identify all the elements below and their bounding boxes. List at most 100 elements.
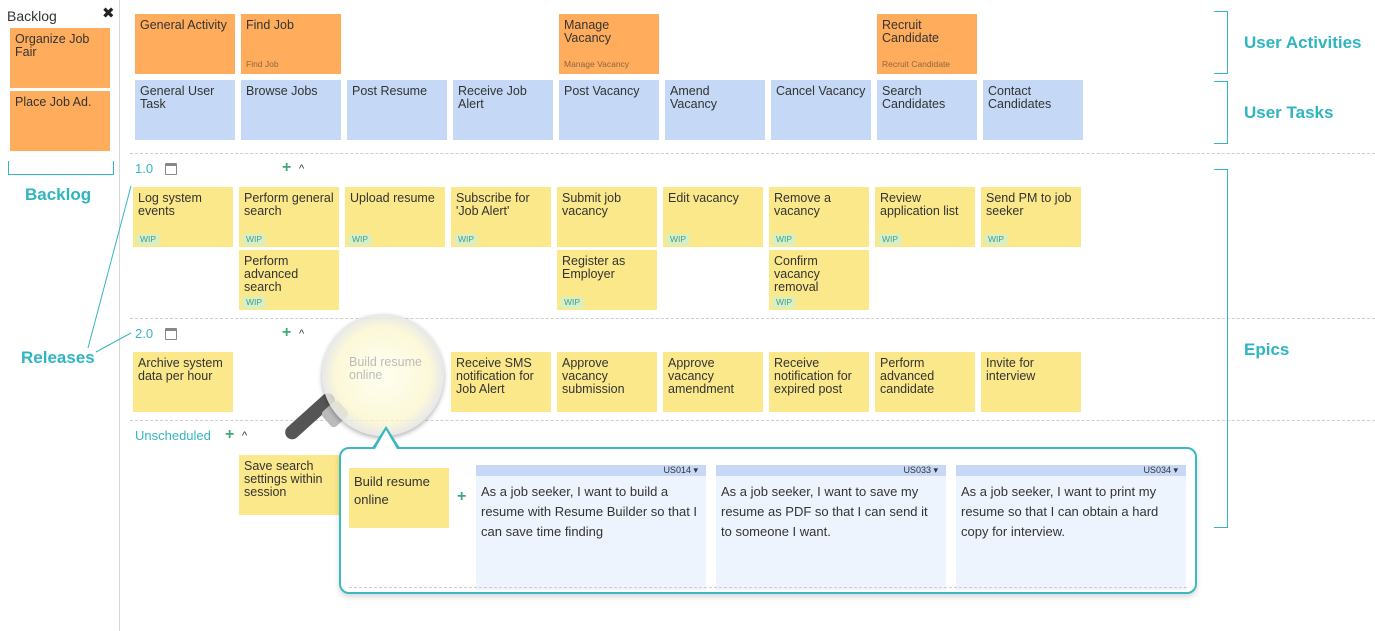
card-title: Save search settings within session [244, 459, 323, 499]
magnifier-lens [322, 314, 444, 436]
backlog-bracket [8, 161, 114, 175]
user-story-id[interactable]: US033 ▾ [716, 465, 946, 476]
add-story-icon[interactable]: + [225, 426, 235, 443]
magnified-card-title: Build resume online [349, 355, 422, 382]
task-card[interactable]: Search Candidates [877, 80, 977, 140]
card-title: Organize Job Fair [15, 32, 90, 59]
popover-story-card[interactable]: Build resume online [349, 468, 449, 528]
backlog-card[interactable]: Organize Job Fair [10, 28, 110, 88]
card-title: Find Job [246, 18, 294, 32]
wip-badge: WIP [243, 234, 266, 245]
card-title: Cancel Vacancy [776, 84, 866, 98]
add-user-story-icon[interactable]: + [457, 488, 467, 505]
story-card[interactable]: Perform advanced candidate [875, 352, 975, 412]
card-title: Edit vacancy [668, 191, 739, 205]
backlog-panel: Backlog ✖ Organize Job Fair Place Job Ad… [0, 0, 120, 631]
card-title: Perform general search [244, 191, 334, 218]
story-detail-popover: Build resume online + US014 ▾ As a job s… [339, 447, 1197, 594]
wip-badge: WIP [879, 234, 902, 245]
card-title: Invite for interview [986, 356, 1036, 383]
card-subtitle: Find Job [246, 59, 279, 69]
story-card[interactable]: Subscribe for 'Job Alert'WIP [451, 187, 551, 247]
task-card[interactable]: Post Vacancy [559, 80, 659, 140]
user-story-id[interactable]: US034 ▾ [956, 465, 1186, 476]
bracket-epics [1214, 169, 1228, 528]
user-story-card[interactable]: US033 ▾ As a job seeker, I want to save … [716, 465, 946, 590]
collapse-caret-icon[interactable]: ^ [299, 163, 305, 175]
popover-divider [349, 587, 1187, 588]
collapse-caret-icon[interactable]: ^ [242, 430, 248, 442]
unscheduled-label[interactable]: Unscheduled [135, 428, 211, 443]
story-card[interactable]: Approve vacancy amendment [663, 352, 763, 412]
task-card[interactable]: Amend Vacancy [665, 80, 765, 140]
card-title: Search Candidates [882, 84, 946, 111]
card-title: Amend Vacancy [670, 84, 718, 111]
task-card[interactable]: Post Resume [347, 80, 447, 140]
activity-card[interactable]: Manage Vacancy Manage Vacancy [559, 14, 659, 74]
card-title: Recruit Candidate [882, 18, 939, 45]
activity-card[interactable]: Find Job Find Job [241, 14, 341, 74]
card-title: Submit job vacancy [562, 191, 622, 218]
calendar-icon[interactable] [165, 163, 177, 175]
task-card[interactable]: Contact Candidates [983, 80, 1083, 140]
user-story-card[interactable]: US034 ▾ As a job seeker, I want to print… [956, 465, 1186, 590]
story-card[interactable]: Invite for interview [981, 352, 1081, 412]
card-title: Remove a vacancy [774, 191, 831, 218]
user-story-id[interactable]: US014 ▾ [476, 465, 706, 476]
calendar-icon[interactable] [165, 328, 177, 340]
annotation-epics: Epics [1244, 340, 1290, 359]
user-story-text: As a job seeker, I want to save my resum… [721, 484, 928, 539]
card-title: Upload resume [350, 191, 435, 205]
user-story-text: As a job seeker, I want to print my resu… [961, 484, 1159, 539]
task-card[interactable]: Cancel Vacancy [771, 80, 871, 140]
user-story-card[interactable]: US014 ▾ As a job seeker, I want to build… [476, 465, 706, 590]
wip-badge: WIP [561, 297, 584, 308]
wip-badge: WIP [137, 234, 160, 245]
card-title: Approve vacancy submission [562, 356, 625, 396]
story-card[interactable]: Archive system data per hour [133, 352, 233, 412]
activity-card[interactable]: General Activity [135, 14, 235, 74]
wip-badge: WIP [349, 234, 372, 245]
task-card[interactable]: Receive Job Alert [453, 80, 553, 140]
story-card[interactable]: Submit job vacancy [557, 187, 657, 247]
activity-card[interactable]: Recruit Candidate Recruit Candidate [877, 14, 977, 74]
add-story-icon[interactable]: + [282, 159, 292, 176]
bracket-user-tasks [1214, 81, 1228, 144]
story-card[interactable]: Approve vacancy submission [557, 352, 657, 412]
card-title: Approve vacancy amendment [668, 356, 735, 396]
card-title: General Activity [140, 18, 227, 32]
close-icon[interactable]: ✖ [102, 5, 115, 22]
annotation-user-activities: User Activities [1244, 33, 1362, 52]
backlog-title: Backlog [7, 8, 57, 24]
popover-arrow-inner [375, 430, 397, 449]
card-title: Receive Job Alert [458, 84, 527, 111]
card-title: Place Job Ad. [15, 95, 92, 109]
task-card[interactable]: General User Task [135, 80, 235, 140]
release-label-1[interactable]: 1.0 [135, 161, 154, 176]
collapse-caret-icon[interactable]: ^ [299, 328, 305, 340]
wip-badge: WIP [773, 234, 796, 245]
story-card[interactable]: Receive notification for expired post [769, 352, 869, 412]
story-card[interactable]: Receive SMS notification for Job Alert [451, 352, 551, 412]
bracket-user-activities [1214, 11, 1228, 74]
card-title: Manage Vacancy [564, 18, 612, 45]
backlog-card[interactable]: Place Job Ad. [10, 91, 110, 151]
task-card[interactable]: Browse Jobs [241, 80, 341, 140]
card-title: Perform advanced candidate [880, 356, 935, 396]
add-story-icon[interactable]: + [282, 324, 292, 341]
story-card[interactable]: Save search settings within session [239, 455, 339, 515]
card-title: Confirm vacancy removal [774, 254, 820, 294]
annotation-backlog: Backlog [25, 185, 92, 204]
release-label-2[interactable]: 2.0 [135, 326, 154, 341]
